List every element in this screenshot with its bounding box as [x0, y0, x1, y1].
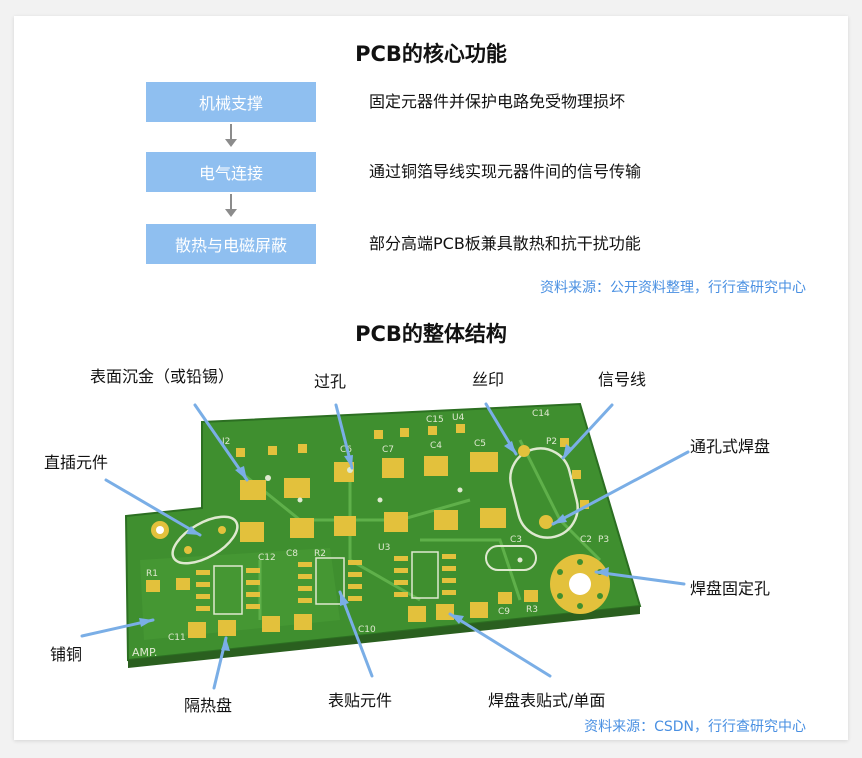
- silk-label: C15: [426, 415, 444, 425]
- function-desc-electrical-connection: 通过铜箔导线实现元器件间的信号传输: [369, 162, 642, 181]
- label-via: 过孔: [314, 372, 347, 391]
- pointer-arrowhead-icon: [235, 466, 247, 480]
- through-hole-component: [171, 515, 239, 565]
- silk-label: C3: [510, 535, 522, 545]
- label-silkscreen: 丝印: [472, 370, 505, 389]
- silk-label: U4: [452, 413, 465, 423]
- pointer-arrowhead-icon: [504, 441, 516, 454]
- mounting-hole-center: [569, 573, 591, 595]
- capacitor-outline: [485, 545, 537, 571]
- pointer-arrowheads: [139, 441, 609, 651]
- flow-arrow-down-icon: [225, 209, 237, 217]
- pointer-arrowhead-icon: [186, 526, 200, 535]
- label-smd-component: 表贴元件: [328, 691, 393, 710]
- connector-pins: [236, 424, 589, 509]
- silk-label: C14: [532, 409, 550, 419]
- label-thermal-pad: 隔热盘: [184, 696, 233, 715]
- pointer-arrowhead-icon: [221, 638, 230, 651]
- silk-label: J2: [221, 437, 230, 447]
- label-smd-pad: 焊盘表贴式/单面: [488, 691, 606, 710]
- flow-arrow-line: [230, 194, 232, 210]
- copper-pour-area: [140, 548, 340, 640]
- flow-arrow-line: [230, 124, 232, 140]
- function-desc-heat-emi-shielding: 部分高端PCB板兼具散热和抗干扰功能: [369, 234, 641, 253]
- label-through-hole-pad: 通孔式焊盘: [690, 437, 771, 456]
- overall-structure-title: PCB的整体结构: [355, 322, 507, 346]
- silk-label: C11: [168, 633, 186, 643]
- source-note-functions: 资料来源：公开资料整理，行行查研究中心: [540, 280, 806, 296]
- pointer-arrowhead-icon: [450, 614, 464, 624]
- pointer-arrowhead-icon: [553, 514, 567, 524]
- function-box-heat-emi-shielding: 散热与电磁屏蔽: [146, 224, 316, 264]
- pointer-arrowhead-icon: [139, 618, 153, 627]
- silk-label: AMP.: [132, 646, 157, 659]
- ic-outlines: [213, 551, 439, 615]
- silk-label: R2: [314, 549, 326, 559]
- silk-label: C2: [580, 535, 592, 545]
- silk-label: C10: [358, 625, 376, 635]
- function-box-mechanical-support: 机械支撑: [146, 82, 316, 122]
- label-surface-finish: 表面沉金（或铅锡）: [90, 367, 235, 386]
- label-copper-pour: 铺铜: [50, 645, 83, 664]
- core-functions-title: PCB的核心功能: [355, 42, 507, 66]
- silk-label: C9: [498, 607, 510, 617]
- silk-label: P2: [546, 437, 557, 447]
- through-hole-component: [509, 447, 579, 539]
- silk-label: R1: [146, 569, 158, 579]
- ic-pads: [196, 554, 456, 611]
- silk-label: R3: [526, 605, 538, 615]
- label-signal-line: 信号线: [598, 370, 647, 389]
- silk-label: U3: [378, 543, 390, 553]
- through-hole-pin: [184, 546, 192, 554]
- smd-pads: [146, 452, 538, 638]
- pointer-arrowhead-icon: [340, 592, 349, 606]
- function-desc-mechanical-support: 固定元器件并保护电路免受物理损坏: [369, 92, 626, 111]
- pointer-lines: [80, 402, 690, 690]
- pointer-arrowhead-icon: [563, 444, 573, 458]
- pointer-arrowhead-icon: [344, 455, 353, 468]
- label-mounting-hole: 焊盘固定孔: [690, 579, 771, 598]
- label-through-hole-component: 直插元件: [44, 453, 109, 472]
- silk-label: C12: [258, 553, 276, 563]
- silk-label: C8: [286, 549, 298, 559]
- flow-arrow-down-icon: [225, 139, 237, 147]
- source-note-structure: 资料来源：CSDN，行行查研究中心: [584, 719, 806, 735]
- pointer-arrowhead-icon: [596, 567, 609, 577]
- through-hole-pin: [218, 526, 226, 534]
- mounting-hole-vias: [557, 559, 603, 609]
- pcb-board-edge: [128, 606, 640, 668]
- silk-label: C7: [382, 445, 394, 455]
- silk-label: C4: [430, 441, 442, 451]
- through-hole-pad: [539, 515, 553, 529]
- silk-label: P3: [598, 535, 609, 545]
- through-hole-pad: [518, 445, 530, 457]
- via-holes: [265, 467, 523, 563]
- silk-label: C5: [474, 439, 486, 449]
- function-box-electrical-connection: 电气连接: [146, 152, 316, 192]
